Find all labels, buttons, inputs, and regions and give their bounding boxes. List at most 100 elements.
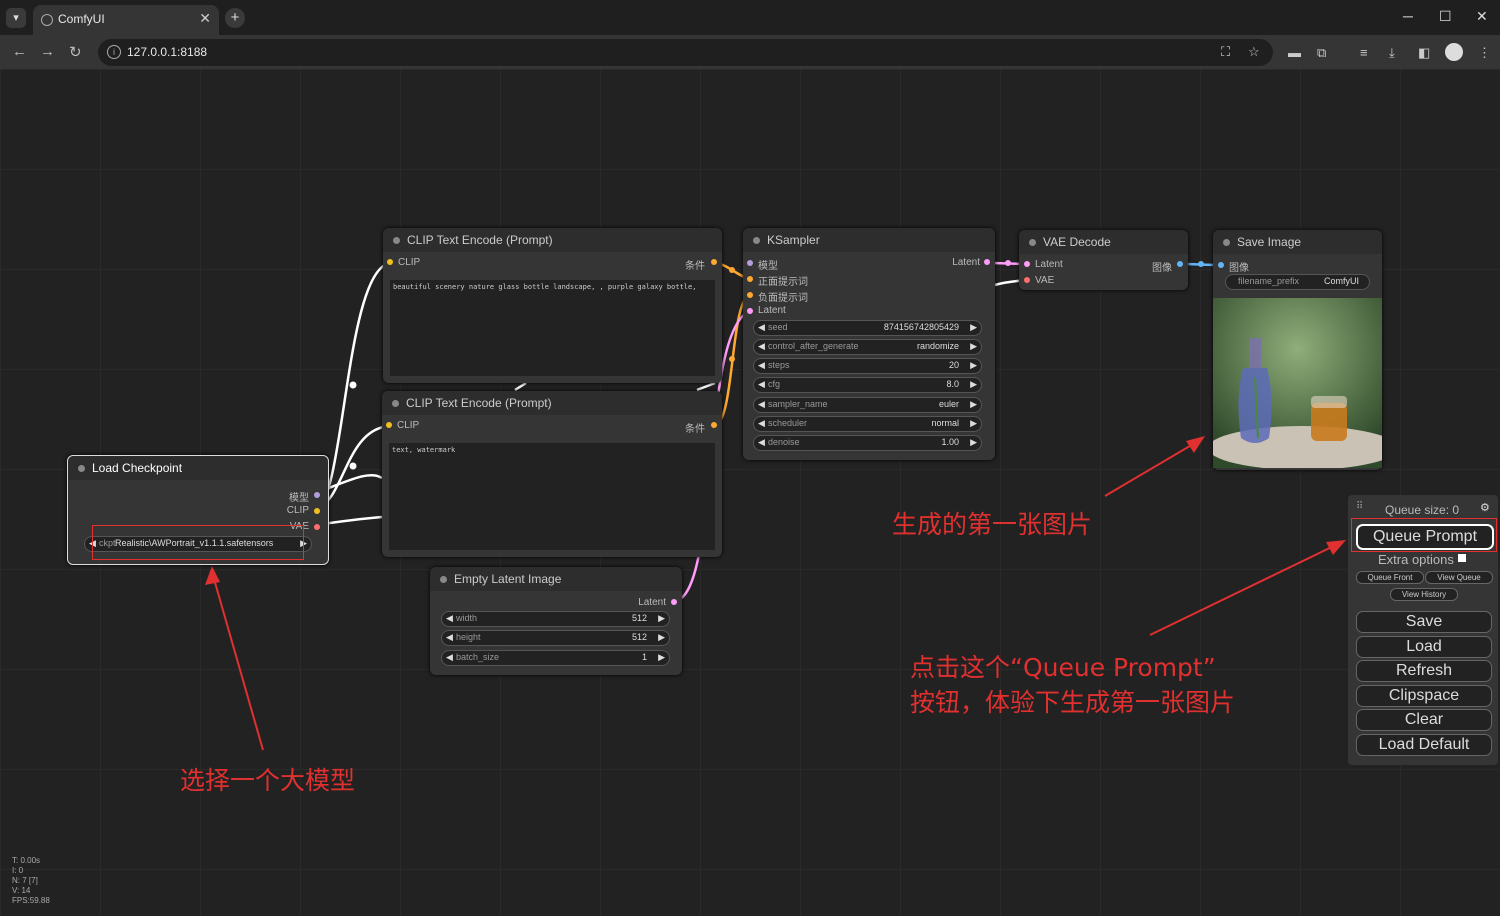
- model-input-slot[interactable]: [747, 260, 753, 266]
- node-title: CLIP Text Encode (Prompt): [407, 233, 553, 247]
- new-tab-button[interactable]: +: [225, 8, 245, 28]
- node-title: CLIP Text Encode (Prompt): [406, 396, 552, 410]
- model-input-label: 模型: [758, 261, 778, 272]
- clip-input-slot[interactable]: [386, 422, 392, 428]
- media-icon[interactable]: ≡: [1360, 45, 1368, 60]
- generated-image-preview[interactable]: [1213, 298, 1382, 468]
- queue-prompt-button[interactable]: Queue Prompt: [1356, 524, 1494, 550]
- translate-icon[interactable]: ⛶: [1221, 44, 1231, 59]
- clip-input-label: CLIP: [398, 257, 421, 268]
- close-window-button[interactable]: ✕: [1476, 8, 1488, 24]
- conditioning-output-slot[interactable]: [711, 422, 717, 428]
- profile-avatar[interactable]: [1445, 43, 1463, 61]
- node-title: KSampler: [767, 233, 820, 247]
- collapse-dot[interactable]: [78, 465, 85, 472]
- bookmark-star-icon[interactable]: ☆: [1248, 44, 1260, 59]
- vae-decode-node[interactable]: VAE Decode Latent VAE 图像: [1019, 230, 1188, 290]
- minimize-button[interactable]: ─: [1403, 8, 1413, 24]
- forward-icon[interactable]: →: [40, 43, 55, 60]
- browser-toolbar: ← → ↻ i 127.0.0.1:8188 ⛶ ☆ ▬ ⧉ ≡ ⤓ ◧ ⋮: [0, 35, 1500, 69]
- clip-text-encode-positive-node[interactable]: CLIP Text Encode (Prompt) CLIP 条件 beauti…: [383, 228, 722, 383]
- latent-input-slot[interactable]: [1024, 261, 1030, 267]
- view-queue-button[interactable]: View Queue: [1425, 571, 1493, 584]
- collapse-dot[interactable]: [393, 237, 400, 244]
- tab-close-icon[interactable]: ✕: [199, 10, 211, 26]
- vae-output-slot[interactable]: [314, 524, 320, 530]
- stat-nodes: N: 7 [7]: [12, 876, 38, 885]
- tab-search-button[interactable]: ▾: [6, 8, 26, 28]
- clip-input-slot[interactable]: [387, 259, 393, 265]
- vae-input-label: VAE: [1035, 275, 1055, 286]
- clipspace-button[interactable]: Clipspace: [1356, 685, 1492, 707]
- latent-output-slot[interactable]: [671, 599, 677, 605]
- image-output-slot[interactable]: [1177, 261, 1183, 267]
- clip-input-label: CLIP: [397, 420, 420, 431]
- back-icon[interactable]: ←: [12, 43, 27, 60]
- collapse-dot[interactable]: [753, 237, 760, 244]
- view-history-button[interactable]: View History: [1390, 588, 1458, 601]
- conditioning-output-label: 条件: [685, 424, 705, 435]
- ksampler-node[interactable]: KSampler 模型 正面提示词 负面提示词 Latent Latent ◀s…: [743, 228, 995, 460]
- menu-icon[interactable]: ⋮: [1478, 45, 1491, 60]
- choose-model-annotation: 选择一个大模型: [180, 766, 356, 795]
- negative-input-slot[interactable]: [747, 292, 753, 298]
- download-icon[interactable]: ⤓: [1389, 45, 1395, 60]
- stat-i: I: 0: [12, 866, 24, 875]
- latent-input-label: Latent: [1035, 259, 1063, 270]
- clear-button[interactable]: Clear: [1356, 709, 1492, 731]
- queue-prompt-annotation-line1: 点击这个“Queue Prompt”: [910, 653, 1216, 682]
- stat-time: T: 0.00s: [12, 856, 41, 865]
- conditioning-output-slot[interactable]: [711, 259, 717, 265]
- site-info-icon[interactable]: i: [107, 45, 121, 59]
- address-bar[interactable]: i 127.0.0.1:8188 ⛶ ☆: [98, 39, 1273, 66]
- browser-tab[interactable]: ComfyUI ✕: [33, 5, 219, 35]
- clip-output-slot[interactable]: [314, 508, 320, 514]
- tab-title: ComfyUI: [58, 12, 105, 26]
- prompt-textarea[interactable]: text, watermark: [389, 443, 715, 550]
- vae-input-slot[interactable]: [1024, 277, 1030, 283]
- url-text[interactable]: 127.0.0.1:8188: [127, 45, 208, 59]
- latent-input-slot[interactable]: [747, 308, 753, 314]
- load-button[interactable]: Load: [1356, 636, 1492, 658]
- extensions-puzzle-icon[interactable]: ⧉: [1317, 45, 1327, 60]
- collapse-dot[interactable]: [440, 576, 447, 583]
- extra-options-checkbox[interactable]: [1458, 554, 1466, 562]
- latent-output-slot[interactable]: [984, 259, 990, 265]
- sidepanel-icon[interactable]: ◧: [1418, 45, 1431, 60]
- maximize-button[interactable]: ☐: [1439, 8, 1452, 24]
- clip-text-encode-negative-node[interactable]: CLIP Text Encode (Prompt) CLIP 条件 text, …: [382, 391, 722, 557]
- extension-icon[interactable]: ▬: [1288, 45, 1301, 60]
- drag-handle-icon[interactable]: ⠿: [1356, 501, 1364, 512]
- collapse-dot[interactable]: [1029, 239, 1036, 246]
- render-stats: T: 0.00s I: 0 N: 7 [7] V: 14 FPS:59.88: [12, 856, 50, 906]
- model-output-slot[interactable]: [314, 492, 320, 498]
- collapse-dot[interactable]: [1223, 239, 1230, 246]
- prompt-textarea[interactable]: beautiful scenery nature glass bottle la…: [390, 280, 715, 376]
- node-title: Empty Latent Image: [454, 572, 562, 586]
- load-default-button[interactable]: Load Default: [1356, 734, 1492, 756]
- settings-gear-icon[interactable]: ⚙: [1480, 502, 1490, 514]
- image-input-slot[interactable]: [1218, 262, 1224, 268]
- collapse-dot[interactable]: [392, 400, 399, 407]
- reload-icon[interactable]: ↻: [69, 44, 82, 61]
- save-button[interactable]: Save: [1356, 611, 1492, 633]
- positive-input-slot[interactable]: [747, 276, 753, 282]
- queue-front-button[interactable]: Queue Front: [1356, 571, 1424, 584]
- clip-output-label: CLIP: [286, 505, 309, 516]
- positive-input-label: 正面提示词: [758, 277, 808, 288]
- refresh-button[interactable]: Refresh: [1356, 660, 1492, 682]
- model-output-label: 模型: [289, 493, 309, 504]
